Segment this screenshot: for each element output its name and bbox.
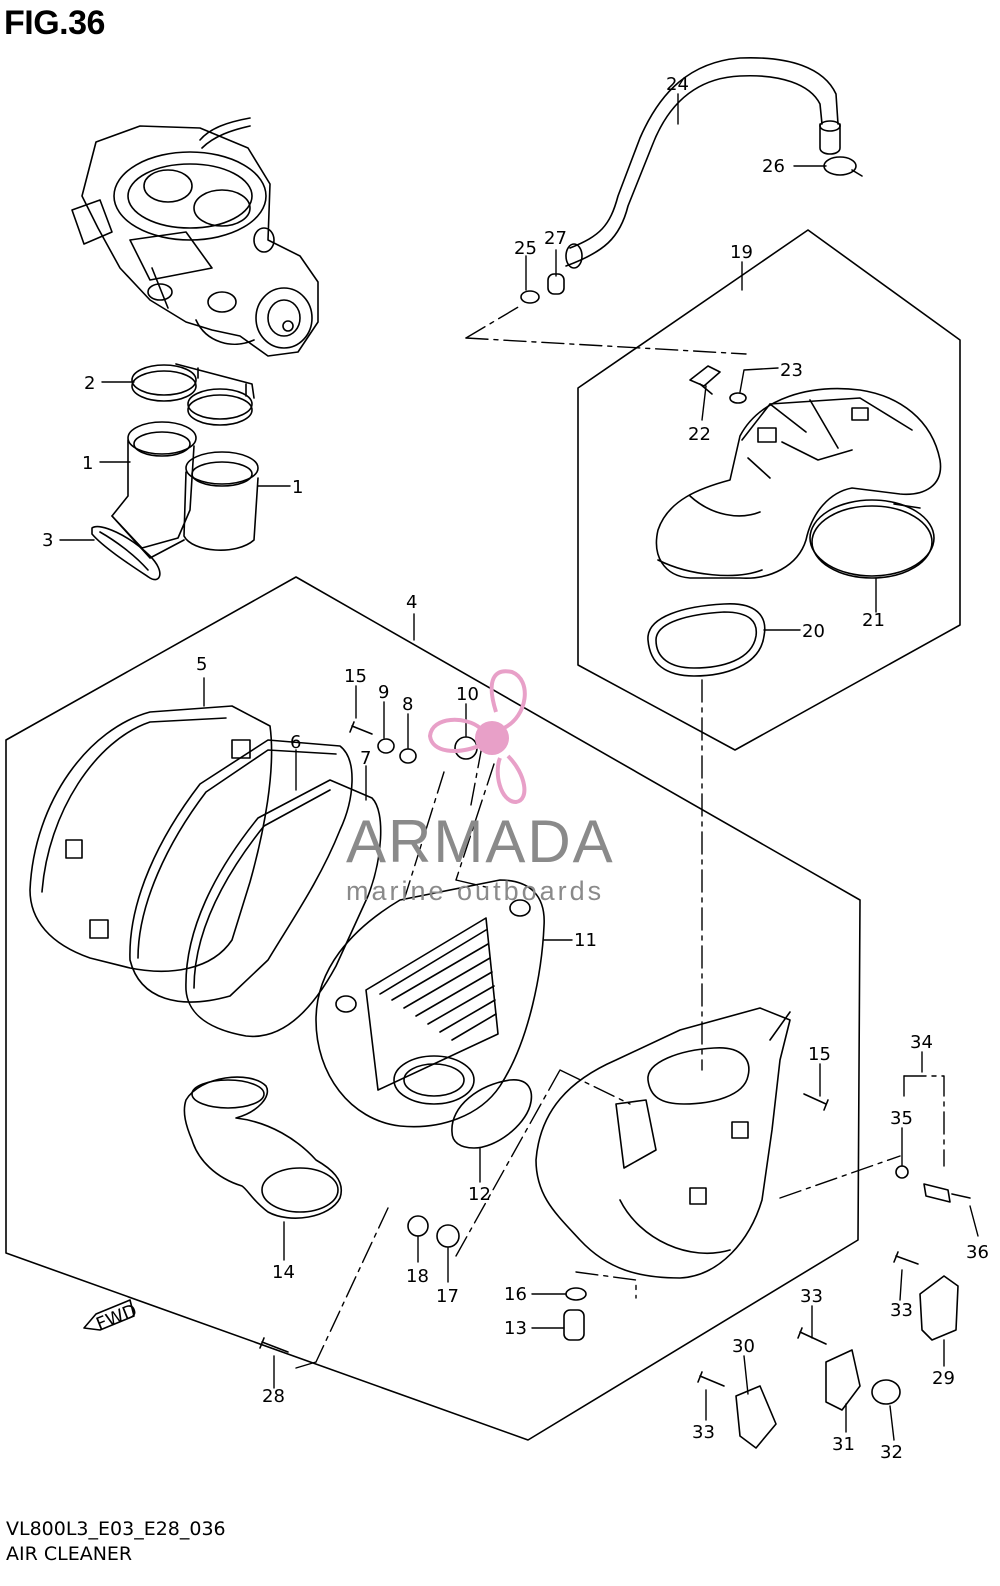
watermark-name: ARMADA — [346, 808, 615, 875]
clamp-21 — [809, 499, 935, 579]
breather-hose-24 — [565, 57, 841, 269]
callout-8: 8 — [402, 694, 413, 715]
callout-7: 7 — [360, 748, 371, 769]
filter-element-11 — [315, 879, 545, 1128]
callout-31: 31 — [832, 1434, 855, 1455]
callout-1a: 1 — [82, 453, 93, 474]
callout-27: 27 — [544, 228, 567, 249]
callout-33a: 33 — [890, 1300, 913, 1321]
spacer-13 — [563, 1309, 585, 1341]
callout-6: 6 — [290, 732, 301, 753]
gasket-7 — [185, 779, 382, 1038]
callout-16: 16 — [504, 1284, 527, 1305]
bolt-33a — [893, 1251, 919, 1265]
callout-23: 23 — [780, 360, 803, 381]
callout-26: 26 — [762, 156, 785, 177]
callout-30: 30 — [732, 1336, 755, 1357]
plug-27 — [547, 273, 565, 295]
callout-35: 35 — [890, 1108, 913, 1129]
assembly-frame-19 — [577, 229, 961, 751]
callout-18: 18 — [406, 1266, 429, 1287]
callout-13: 13 — [504, 1318, 527, 1339]
callout-33b: 33 — [800, 1286, 823, 1307]
inlet-duct — [655, 387, 942, 579]
clip-23 — [729, 392, 747, 404]
cleaner-case — [535, 1007, 791, 1279]
hose-clip-26 — [823, 156, 863, 177]
clip-16 — [565, 1287, 587, 1301]
grommet-17 — [436, 1224, 460, 1248]
callout-14: 14 — [272, 1262, 295, 1283]
gasket-6 — [129, 739, 353, 1003]
screw-15b — [803, 1093, 829, 1111]
bracket-29 — [919, 1275, 959, 1341]
callout-33c: 33 — [692, 1422, 715, 1443]
callout-28: 28 — [262, 1386, 285, 1407]
bracket-30 — [735, 1385, 777, 1449]
callout-15b: 15 — [808, 1044, 831, 1065]
callout-25: 25 — [514, 238, 537, 259]
dash-connection-lines — [295, 305, 945, 1369]
washer-8 — [399, 748, 417, 764]
cleaner-cover-5 — [29, 705, 273, 973]
callout-1b: 1 — [292, 477, 303, 498]
screw-15 — [349, 721, 373, 735]
bolt-33b — [797, 1327, 827, 1345]
callout-22: 22 — [688, 424, 711, 445]
callout-9: 9 — [378, 682, 389, 703]
callout-3: 3 — [42, 530, 53, 551]
seal-12 — [451, 1079, 533, 1149]
fwd-arrow-icon — [83, 1299, 135, 1331]
callout-2: 2 — [84, 373, 95, 394]
figure-title: FIG.36 — [4, 4, 105, 42]
callout-4: 4 — [406, 592, 417, 613]
callout-12: 12 — [468, 1184, 491, 1205]
bracket-31 — [825, 1349, 861, 1411]
intake-duct-14 — [183, 1076, 343, 1219]
callout-29: 29 — [932, 1368, 955, 1389]
callout-36: 36 — [966, 1242, 989, 1263]
callout-numbers: 24 26 25 27 19 2 23 22 1 1 3 4 21 20 5 1… — [42, 74, 989, 1463]
grommet-18 — [407, 1215, 429, 1237]
propeller-icon — [427, 669, 527, 805]
callout-10: 10 — [456, 684, 479, 705]
callout-20: 20 — [802, 621, 825, 642]
callout-34: 34 — [910, 1032, 933, 1053]
watermark-subtitle: marine outboards — [346, 876, 604, 906]
leader-lines — [59, 93, 979, 1441]
throttle-body — [71, 117, 319, 357]
hose-clamps-2 — [131, 363, 255, 426]
assembly-frame-4 — [5, 576, 861, 1441]
intake-pipes-1 — [111, 421, 259, 559]
grommet-32 — [871, 1379, 901, 1405]
callout-32: 32 — [880, 1442, 903, 1463]
clip-25 — [520, 290, 540, 304]
callout-17: 17 — [436, 1286, 459, 1307]
bolt-33c — [697, 1371, 725, 1387]
callout-11: 11 — [574, 930, 597, 951]
callout-21: 21 — [862, 610, 885, 631]
armada-watermark: ARMADA marine outboards — [346, 669, 615, 906]
callout-24: 24 — [666, 74, 689, 95]
seal-20 — [647, 603, 766, 677]
fwd-label: FWD — [93, 1300, 140, 1335]
washer-9 — [377, 738, 395, 754]
callout-15a: 15 — [344, 666, 367, 687]
bolt-28 — [259, 1337, 289, 1353]
callout-19: 19 — [730, 242, 753, 263]
seal-ring-3 — [91, 525, 161, 581]
switch-36 — [923, 1183, 971, 1203]
figure-code: VL800L3_E03_E28_036 — [6, 1518, 226, 1540]
callout-5: 5 — [196, 654, 207, 675]
sensor-35 — [895, 1165, 909, 1179]
figure-caption: AIR CLEANER — [6, 1543, 133, 1565]
